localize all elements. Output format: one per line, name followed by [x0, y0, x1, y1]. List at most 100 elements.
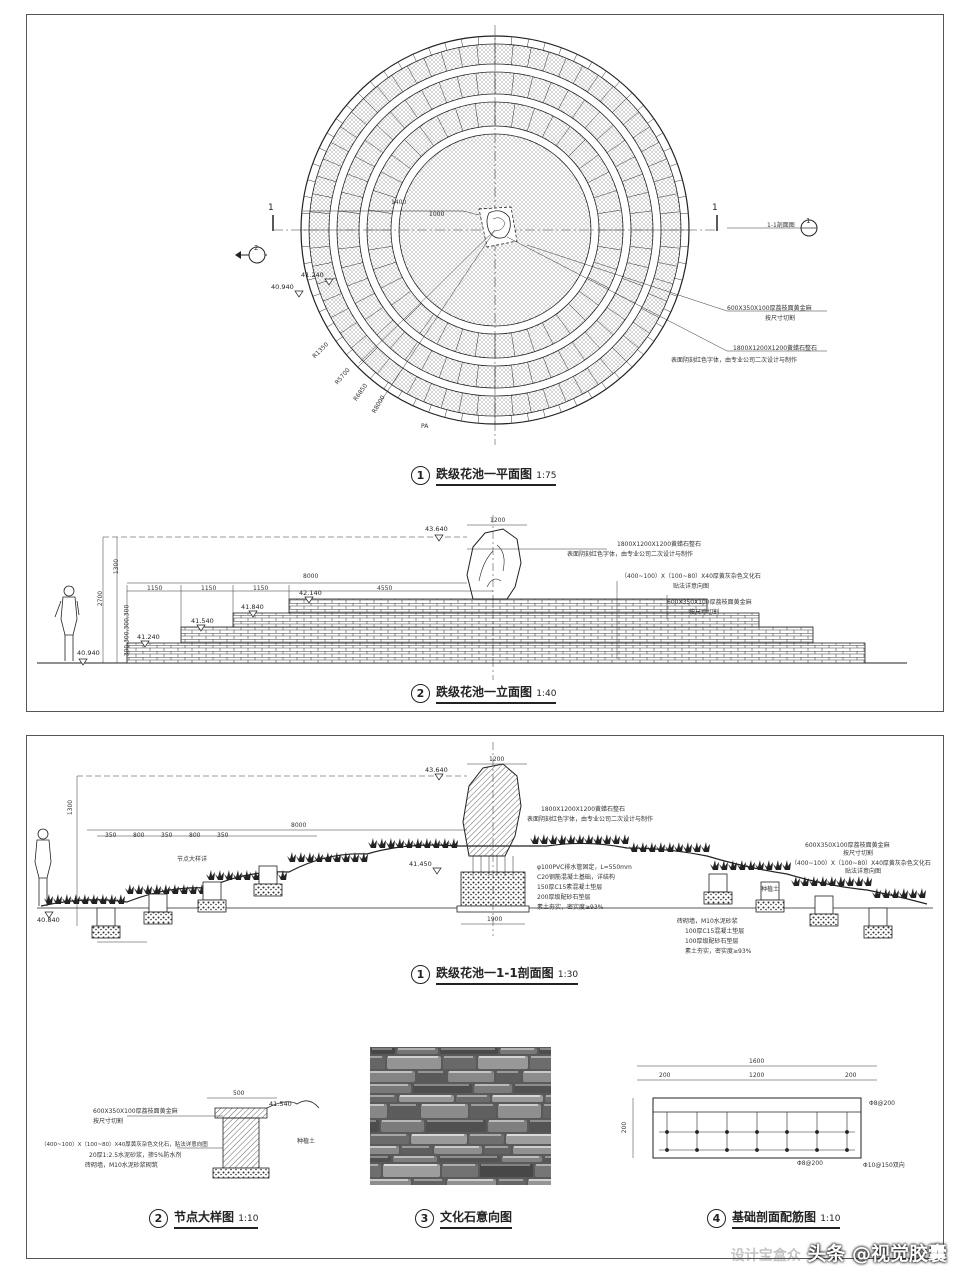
stone-caption: 3 文化石意向图 [415, 1208, 513, 1229]
elev-dim-1: 1150 [147, 585, 163, 592]
section-dim-5: 350 [217, 832, 229, 839]
plan-view-circles [235, 25, 827, 445]
detail-note-3: 20厚1:2.5水泥砂浆，掺5%防水剂 [89, 1152, 182, 1159]
section-note-cap-2: 按尺寸切割 [843, 850, 874, 857]
detail-level: 41.540 [269, 1100, 292, 1108]
plan-note-stone-2: 表面阴刻红色字体，由专业公司二次设计与制作 [671, 357, 798, 364]
watermark-text: 设计宝盒众 头条 @视觉胶囊 [731, 1239, 947, 1266]
elev-note-cap: 600X350X100厚荔枝面黄金麻 [667, 599, 752, 606]
plan-caption-number: 1 [411, 466, 430, 485]
watermark-faded: 设计宝盒众 [730, 1248, 801, 1264]
plan-caption-title: 跌级花池一平面图 1:75 [436, 465, 557, 486]
section-level-low: 40.840 [37, 916, 60, 924]
rebar-caption-number: 4 [707, 1209, 726, 1228]
elev-dim-total: 8000 [303, 573, 319, 580]
section-note-gravel: 150厚C15素混凝土垫层 [537, 884, 603, 891]
elevation-caption-number: 2 [411, 684, 430, 703]
section-caption-title: 跌级花池一1-1剖面图 1:30 [436, 964, 579, 985]
elev-level-2: 42.140 [299, 589, 322, 597]
rebar-dim-total: 1600 [749, 1058, 765, 1065]
section-note-plant: 种植土 [761, 886, 780, 893]
section-caption-number: 1 [411, 965, 430, 984]
plan-level-1: 40.940 [271, 283, 294, 291]
detail-note-4: 砖砌墙，M10水泥砂浆砌筑 [85, 1162, 158, 1169]
node-detail-view [127, 1097, 320, 1179]
rebar-dim-3: 200 [845, 1072, 857, 1079]
detail-caption-number: 2 [149, 1209, 168, 1228]
section-caption: 1 跌级花池一1-1剖面图 1:30 [411, 964, 579, 985]
detail-caption: 2 节点大样图 1:10 [149, 1208, 259, 1229]
plan-note-paving: 600X350X100厚荔枝面黄金麻 [727, 305, 812, 312]
section-note-pipe: φ100PVC排水管固定，L=550mm [537, 864, 632, 871]
elev-level-4: 41.540 [191, 617, 214, 625]
section-note-layer-3: 100厚级配砂石垫层 [685, 938, 739, 945]
section-dim-stone: 1200 [489, 756, 505, 763]
section-note-layer-1: 砖砌墙，M10水泥砂浆 [677, 918, 738, 925]
section-note-base: 200厚级配砂石垫层 [537, 894, 591, 901]
stone-caption-number: 3 [415, 1209, 434, 1228]
rebar-dim-2: 1200 [749, 1072, 765, 1079]
section-dim-base: 1900 [487, 916, 503, 923]
elev-dim-steps: 300,300,300,300 [123, 604, 131, 657]
section-dim-height: 1300 [67, 799, 75, 816]
section-note-stone: 1800X1200X1200黄蜡石整石 [541, 806, 626, 813]
section-dim-4: 800 [189, 832, 201, 839]
section-dim-2: 800 [133, 832, 145, 839]
section-note-wall: （400~100）X（100~80）X40厚黄灰杂色文化石 [791, 860, 931, 867]
plan-level-2: 41.240 [301, 271, 324, 279]
watermark-main: 头条 @视觉胶囊 [807, 1243, 947, 1265]
plan-note-paving-2: 按尺寸切割 [765, 315, 796, 322]
plan-caption: 1 跌级花池一平面图 1:75 [411, 465, 557, 486]
plan-and-elevation-drawing [37, 25, 907, 680]
rebar-dim-1: 200 [659, 1072, 671, 1079]
section-dim-total: 8000 [291, 822, 307, 829]
elev-note-cap-2: 按尺寸切割 [689, 609, 720, 616]
elev-dim-stone: 1200 [490, 517, 506, 524]
plan-dim-center: 1000 [429, 211, 445, 218]
top-drawing-sheet: 1 1 1-1剖面图 1 2 40.940 41.240 1400 1000 6… [26, 14, 944, 712]
section-note-stone-2: 表面阴刻红色字体，由专业公司二次设计与制作 [527, 816, 654, 823]
rebar-note-top: Φ8@200 [869, 1100, 895, 1107]
rebar-detail-view [632, 1065, 877, 1159]
section-reference-label: 1-1剖面图 [767, 222, 795, 229]
section-level-top: 43.640 [425, 766, 448, 774]
detail-note-1: 600X350X100厚荔枝面黄金麻 [93, 1108, 178, 1115]
section-and-detail-drawing [34, 742, 933, 1179]
elev-level-5: 41.240 [137, 633, 160, 641]
plan-pa-label: PA [421, 423, 429, 430]
section-mark-right: 1 [712, 203, 718, 213]
elev-dim-height-2: 2700 [97, 590, 105, 607]
rebar-note-side: Φ10@150双向 [863, 1162, 905, 1169]
elev-dim-4: 4550 [377, 585, 393, 592]
section-note-layer-4: 素土夯实，密实度≥93% [685, 948, 752, 955]
detail-dim-top: 500 [233, 1090, 245, 1097]
section-view [34, 742, 933, 943]
detail-note-soil: 种植土 [297, 1138, 316, 1145]
section-note-wall-2: 贴法详意向图 [845, 868, 882, 875]
section-mark-left: 1 [268, 203, 274, 213]
section-node-ref: 节点大样详 [177, 856, 208, 863]
elev-level-1: 43.640 [425, 525, 448, 533]
elev-level-3: 41.840 [241, 603, 264, 611]
rebar-dim-height: 200 [621, 1121, 629, 1134]
stone-caption-title: 文化石意向图 [440, 1208, 513, 1229]
elevation-view [37, 515, 907, 680]
elevation-caption: 2 跌级花池一立面图 1:40 [411, 683, 557, 704]
culture-stone-photo [370, 1047, 551, 1185]
section-note-soil: 素土夯实，密实度≥93% [537, 904, 604, 911]
section-dim-1: 350 [105, 832, 117, 839]
elevation-caption-title: 跌级花池一立面图 1:40 [436, 683, 557, 704]
section-level-mid: 41.450 [409, 860, 432, 868]
rebar-caption-title: 基础剖面配筋图 1:10 [732, 1208, 841, 1229]
elev-dim-height-1: 1300 [113, 558, 121, 575]
section-dim-3: 350 [161, 832, 173, 839]
elevation-reference-number: 2 [254, 244, 259, 252]
section-reference-number: 1 [806, 217, 811, 225]
elev-note-wall-2: 贴法详意向图 [673, 583, 710, 590]
detail-caption-title: 节点大样图 1:10 [174, 1208, 259, 1229]
rebar-note-bottom: Φ8@200 [797, 1160, 823, 1167]
elev-dim-3: 1150 [253, 585, 269, 592]
elev-note-stone: 1800X1200X1200黄蜡石整石 [617, 541, 702, 548]
section-note-cap: 600X350X100厚荔枝面黄金麻 [805, 842, 890, 849]
rebar-caption: 4 基础剖面配筋图 1:10 [707, 1208, 841, 1229]
